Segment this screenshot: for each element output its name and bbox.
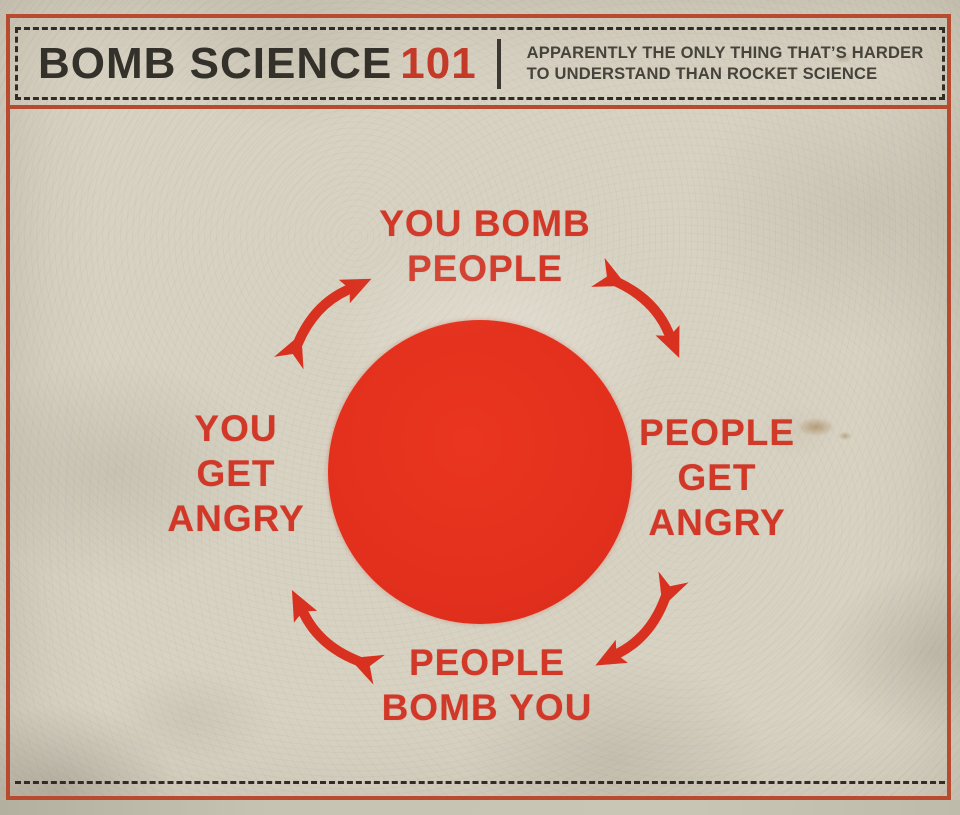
node-label-line: PEOPLE [408,642,566,683]
node-label-line: BOMB YOU [381,687,593,728]
node-label-line: GET [677,457,757,498]
subtitle-line: APPARENTLY THE ONLY THING THAT’S HARDER [526,43,924,62]
subtitle: APPARENTLY THE ONLY THING THAT’S HARDER … [527,43,924,85]
node-label-line: ANGRY [167,498,305,539]
cycle-node-you-bomb-people: YOU BOMB PEOPLE [325,201,645,291]
bottom-dashed-line [15,781,945,784]
curved-arrow-top-left-icon [274,278,372,370]
cycle-node-people-get-angry: PEOPLE GET ANGRY [587,410,847,545]
curved-arrow-bottom-right-icon [595,571,689,666]
header-divider [496,38,501,89]
node-label-line: PEOPLE [638,412,796,453]
subtitle-line: TO UNDERSTAND THAN ROCKET SCIENCE [526,64,878,83]
center-circle [328,320,632,624]
header-underline [6,105,951,109]
node-label-line: PEOPLE [406,248,564,289]
curved-arrow-bottom-left-icon [291,590,385,685]
node-label-line: GET [196,453,276,494]
node-label-line: ANGRY [648,502,786,543]
page-bottom-edge [0,800,960,815]
cycle-node-you-get-angry: YOU GET ANGRY [106,406,366,541]
title-text: BOMB SCIENCE [38,38,393,88]
cycle-node-people-bomb-you: PEOPLE BOMB YOU [327,640,647,730]
node-label-line: YOU BOMB [379,203,591,244]
node-label-line: YOU [194,408,278,449]
curved-arrow-top-right-icon [591,257,680,358]
red-frame [6,14,951,800]
title-number: 101 [400,38,477,88]
